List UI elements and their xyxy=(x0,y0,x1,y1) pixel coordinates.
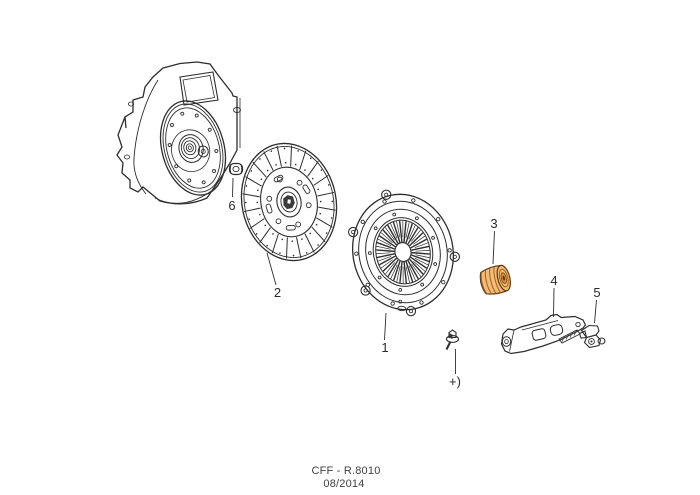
flywheel-dowel xyxy=(197,145,209,158)
housing-boss xyxy=(233,107,241,113)
part-release-bearing[interactable] xyxy=(478,264,513,297)
callout-leader-5 xyxy=(594,299,597,324)
callout-leader-4 xyxy=(553,287,555,318)
callout-leader-3 xyxy=(492,230,495,265)
callout-4[interactable]: 4 xyxy=(550,273,557,288)
plate-bolt-holes xyxy=(354,198,452,306)
part-flywheel-housing[interactable] xyxy=(116,61,241,205)
callout-leader-1 xyxy=(384,312,387,341)
callout-6[interactable]: 6 xyxy=(228,198,235,213)
callout-bolt[interactable]: +) xyxy=(449,374,461,389)
callout-leader-6 xyxy=(232,177,234,198)
flywheel-bolt-holes xyxy=(167,111,219,185)
part-nut[interactable] xyxy=(228,162,244,176)
disc-hub xyxy=(276,186,302,218)
part-flywheel[interactable] xyxy=(151,94,236,203)
footer-code: CFF - R.8010 xyxy=(311,465,380,477)
callout-1[interactable]: 1 xyxy=(381,340,388,355)
disc-segments xyxy=(242,145,336,259)
diaphragm-fingers xyxy=(376,220,430,284)
disc-holes xyxy=(266,176,312,228)
footer-date: 08/2014 xyxy=(323,478,364,490)
callout-3[interactable]: 3 xyxy=(490,216,497,231)
part-release-fork[interactable] xyxy=(500,313,587,355)
part-pivot-bracket[interactable] xyxy=(578,324,606,349)
callout-5[interactable]: 5 xyxy=(593,285,600,300)
part-bolt[interactable] xyxy=(445,329,460,350)
callout-2[interactable]: 2 xyxy=(274,285,281,300)
callout-leader-2 xyxy=(266,252,277,286)
part-pressure-plate[interactable] xyxy=(341,178,470,325)
part-clutch-disc[interactable] xyxy=(231,135,347,270)
